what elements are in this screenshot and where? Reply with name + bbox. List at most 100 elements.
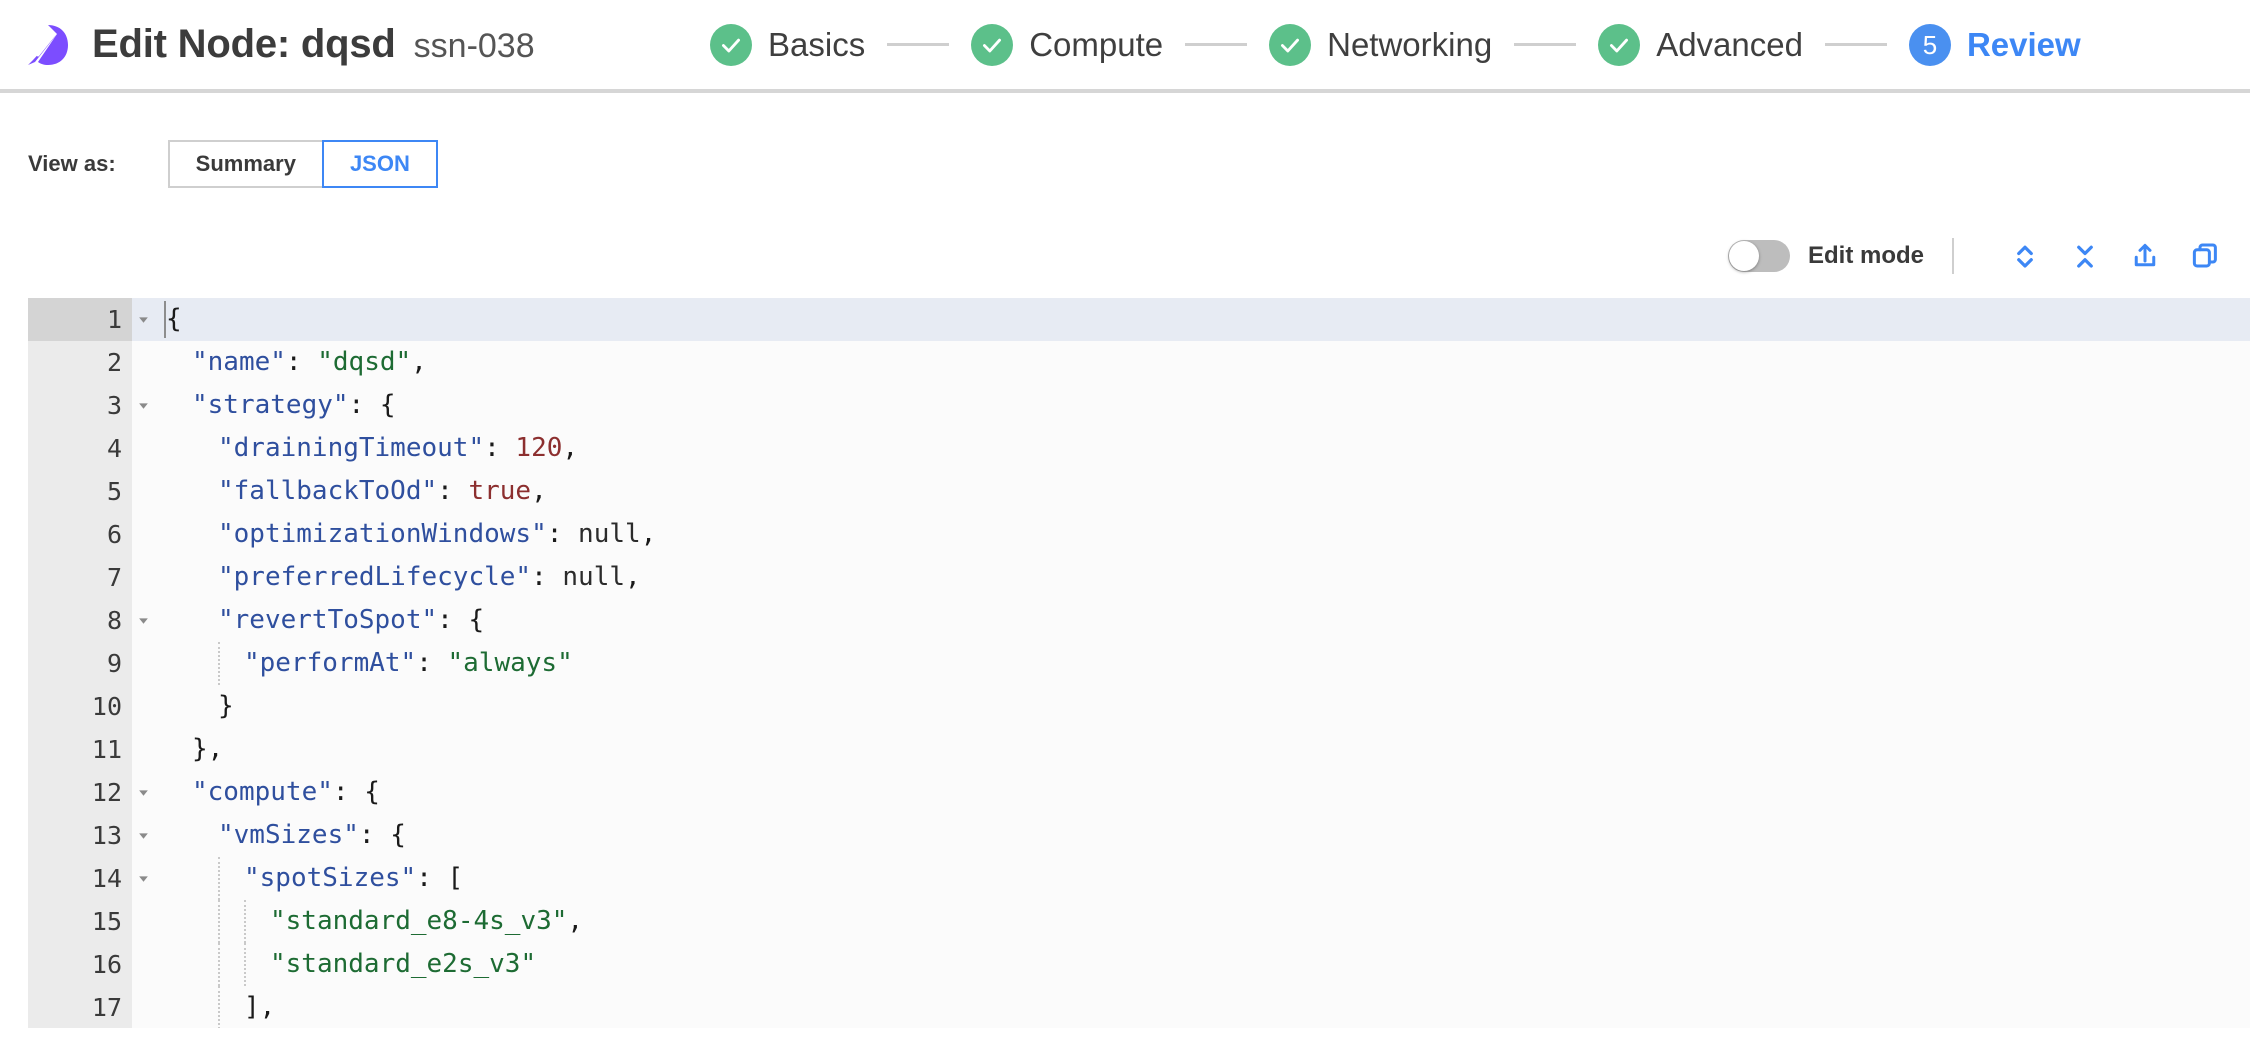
token-key: "name" (192, 347, 286, 377)
step-advanced[interactable]: Advanced (1598, 23, 1803, 66)
view-as-option-summary[interactable]: Summary (167, 140, 322, 188)
fold-placeholder (132, 427, 154, 470)
step-connector (1824, 43, 1887, 46)
wizard-stepper: Basics Compute Networking Advanced 5 Review (700, 0, 2081, 89)
code-line[interactable]: 2"name": "dqsd", (28, 341, 2250, 384)
export-icon[interactable] (2128, 239, 2162, 273)
step-label: Advanced (1656, 25, 1803, 63)
edit-mode-label: Edit mode (1807, 242, 1924, 269)
indent-guide (166, 470, 192, 513)
view-as-option-json[interactable]: JSON (321, 140, 438, 188)
code-text: "strategy": { (154, 384, 2250, 427)
step-review[interactable]: 5 Review (1908, 23, 2081, 66)
code-line[interactable]: 17], (28, 986, 2250, 1028)
indent-guide (166, 685, 192, 728)
step-connector (1185, 43, 1248, 46)
step-networking[interactable]: Networking (1269, 23, 1492, 66)
token-punct: : (531, 562, 563, 592)
line-number: 16 (28, 943, 132, 986)
collapse-all-icon[interactable] (2068, 239, 2102, 273)
line-number: 1 (28, 298, 132, 341)
code-text: "standard_e8-4s_v3", (154, 900, 2250, 943)
indent-guide (166, 728, 192, 771)
code-line[interactable]: 4"drainingTimeout": 120, (28, 427, 2250, 470)
fold-placeholder (132, 341, 154, 384)
step-connector (887, 43, 950, 46)
code-text: ], (154, 986, 2250, 1028)
fold-toggle-icon[interactable] (132, 298, 154, 341)
check-icon (1598, 23, 1641, 66)
token-key: "optimizationWindows" (218, 519, 547, 549)
token-str: "standard_e8-4s_v3" (270, 906, 568, 936)
fold-placeholder (132, 728, 154, 771)
fold-placeholder (132, 470, 154, 513)
indent-guide (192, 642, 218, 685)
code-line[interactable]: 10} (28, 685, 2250, 728)
token-key: "spotSizes" (244, 863, 417, 893)
expand-all-icon[interactable] (2008, 239, 2042, 273)
token-punct: , (562, 433, 579, 463)
page-title: Edit Node: dqsd (92, 22, 396, 66)
code-line[interactable]: 8 "revertToSpot": { (28, 599, 2250, 642)
step-compute[interactable]: Compute (971, 23, 1163, 66)
edit-mode-toggle-knob (1728, 241, 1759, 271)
line-number: 11 (28, 728, 132, 771)
code-line[interactable]: 5"fallbackToOd": true, (28, 470, 2250, 513)
token-key: "fallbackToOd" (218, 476, 438, 506)
token-key: "strategy" (192, 390, 349, 420)
indent-guide (166, 427, 192, 470)
indent-guide (192, 814, 218, 857)
code-line[interactable]: 15"standard_e8-4s_v3", (28, 900, 2250, 943)
fold-toggle-icon[interactable] (132, 814, 154, 857)
code-line[interactable]: 13"vmSizes": { (28, 814, 2250, 857)
fold-placeholder (132, 943, 154, 986)
indent-guide (166, 599, 192, 642)
fold-placeholder (132, 556, 154, 599)
code-line[interactable]: 11}, (28, 728, 2250, 771)
fold-placeholder (132, 513, 154, 556)
fold-toggle-icon[interactable] (132, 599, 154, 642)
step-connector (1514, 43, 1577, 46)
check-icon (971, 23, 1014, 66)
token-punct: , (640, 519, 657, 549)
code-line[interactable]: 1{ (28, 298, 2250, 341)
spot-rocket-logo (24, 22, 70, 68)
editor-toolbar: Edit mode (0, 230, 2250, 282)
step-label: Review (1966, 25, 2081, 63)
code-line[interactable]: 14"spotSizes": [ (28, 857, 2250, 900)
token-key: "vmSizes" (218, 820, 359, 850)
token-punct: : { (332, 777, 380, 807)
token-key: "drainingTimeout" (218, 433, 485, 463)
code-text: "name": "dqsd", (154, 341, 2250, 384)
edit-mode-toggle[interactable] (1727, 240, 1790, 272)
fold-toggle-icon[interactable] (132, 771, 154, 814)
token-punct: : (437, 476, 469, 506)
json-editor[interactable]: 1{2"name": "dqsd",3"strategy": {4"draini… (28, 298, 2250, 1028)
line-number: 6 (28, 513, 132, 556)
code-line[interactable]: 9"performAt": "always" (28, 642, 2250, 685)
line-number: 8 (28, 599, 132, 642)
fold-placeholder (132, 685, 154, 728)
line-number: 9 (28, 642, 132, 685)
code-line[interactable]: 6"optimizationWindows": null, (28, 513, 2250, 556)
fold-toggle-icon[interactable] (132, 857, 154, 900)
fold-placeholder (132, 986, 154, 1028)
copy-icon[interactable] (2188, 239, 2222, 273)
step-number-badge: 5 (1908, 23, 1951, 66)
code-line[interactable]: 16"standard_e2s_v3" (28, 943, 2250, 986)
indent-guide (166, 943, 192, 986)
fold-toggle-icon[interactable] (132, 384, 154, 427)
token-punct: } (218, 691, 234, 721)
token-punct: { (166, 304, 182, 334)
indent-guide (192, 857, 218, 900)
token-num: 120 (515, 433, 563, 463)
token-key: "performAt" (244, 648, 417, 678)
indent-guide (218, 642, 244, 685)
code-line[interactable]: 3"strategy": { (28, 384, 2250, 427)
code-line[interactable]: 7"preferredLifecycle": null, (28, 556, 2250, 599)
step-basics[interactable]: Basics (710, 23, 865, 66)
code-text: "revertToSpot": { (154, 599, 2250, 642)
code-line[interactable]: 12"compute": { (28, 771, 2250, 814)
